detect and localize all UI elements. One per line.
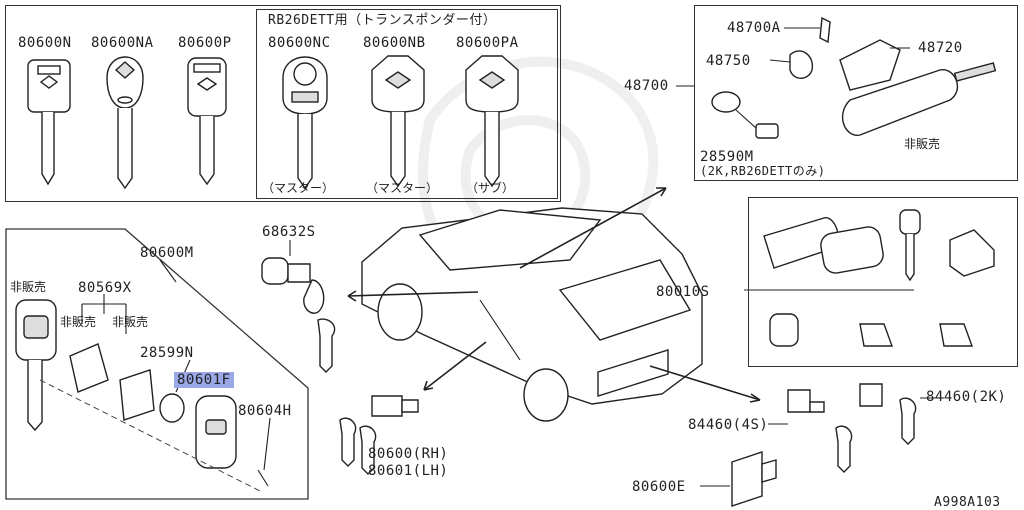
ignition-panel — [694, 5, 1018, 181]
label-80601F: 80601F — [174, 372, 234, 388]
car-body — [361, 207, 703, 422]
keys-panel — [5, 5, 561, 202]
label-48720: 48720 — [918, 40, 963, 56]
label-80010S: 80010S — [656, 284, 710, 300]
label-80601LH: 80601(LH) — [368, 463, 449, 479]
key-80600PA — [465, 55, 519, 188]
key-80600NB — [371, 55, 425, 188]
label-48750: 48750 — [706, 53, 751, 69]
label-80604H: 80604H — [238, 403, 292, 419]
remote-panel — [5, 228, 309, 500]
part-48750 — [789, 50, 814, 79]
label-not-sold-mid1: 非販売 — [60, 315, 97, 329]
label-sub: （サブ） — [466, 181, 515, 195]
label-rb26-title: RB26DETT用（トランスポンダー付） — [268, 13, 497, 28]
label-48700: 48700 — [624, 78, 669, 94]
label-28599N: 28599N — [140, 345, 194, 361]
remote-key-left — [15, 299, 57, 432]
label-80600NA: 80600NA — [91, 35, 154, 51]
remote-parts — [39, 343, 269, 493]
label-68632S: 68632S — [262, 224, 316, 240]
label-80600RH: 80600(RH) — [368, 446, 449, 462]
label-master-2: （マスター） — [366, 181, 439, 195]
diagram-code: A998A103 — [934, 495, 1001, 510]
label-84460-4S: 84460(4S) — [688, 417, 769, 433]
door-cylinders — [339, 395, 419, 475]
bracket-80600E — [731, 451, 777, 507]
label-80600NC: 80600NC — [268, 35, 331, 51]
label-28590M-note: (2K,RB26DETTのみ) — [700, 164, 826, 178]
lockset-80010S — [763, 209, 995, 347]
label-not-sold-left: 非販売 — [10, 280, 47, 294]
rb26-keys-subpanel — [256, 9, 558, 199]
label-80600E: 80600E — [632, 479, 686, 495]
lockset-panel — [748, 197, 1018, 367]
ignition-switch-48720 — [839, 39, 997, 136]
key-80600NA — [106, 56, 144, 190]
label-80600M: 80600M — [140, 245, 194, 261]
label-80600P: 80600P — [178, 35, 232, 51]
trunk-cylinders — [787, 383, 917, 473]
antenna-28590M — [711, 91, 779, 139]
label-80569X: 80569X — [78, 280, 132, 296]
label-80600NB: 80600NB — [363, 35, 426, 51]
part-48700A — [819, 16, 831, 44]
label-80600PA: 80600PA — [456, 35, 519, 51]
label-not-sold-mid2: 非販売 — [112, 315, 149, 329]
label-84460-2K: 84460(2K) — [926, 389, 1007, 405]
cylinder-68632S — [261, 257, 336, 373]
label-28590M: 28590M — [700, 149, 754, 165]
label-80600N: 80600N — [18, 35, 72, 51]
arrows — [347, 187, 761, 403]
key-80600NC — [282, 56, 328, 190]
key-80600N — [27, 59, 71, 186]
key-80600P — [187, 57, 227, 186]
label-not-sold-ignition: 非販売 — [904, 137, 941, 151]
label-48700A: 48700A — [727, 20, 781, 36]
label-master-1: （マスター） — [262, 181, 335, 195]
